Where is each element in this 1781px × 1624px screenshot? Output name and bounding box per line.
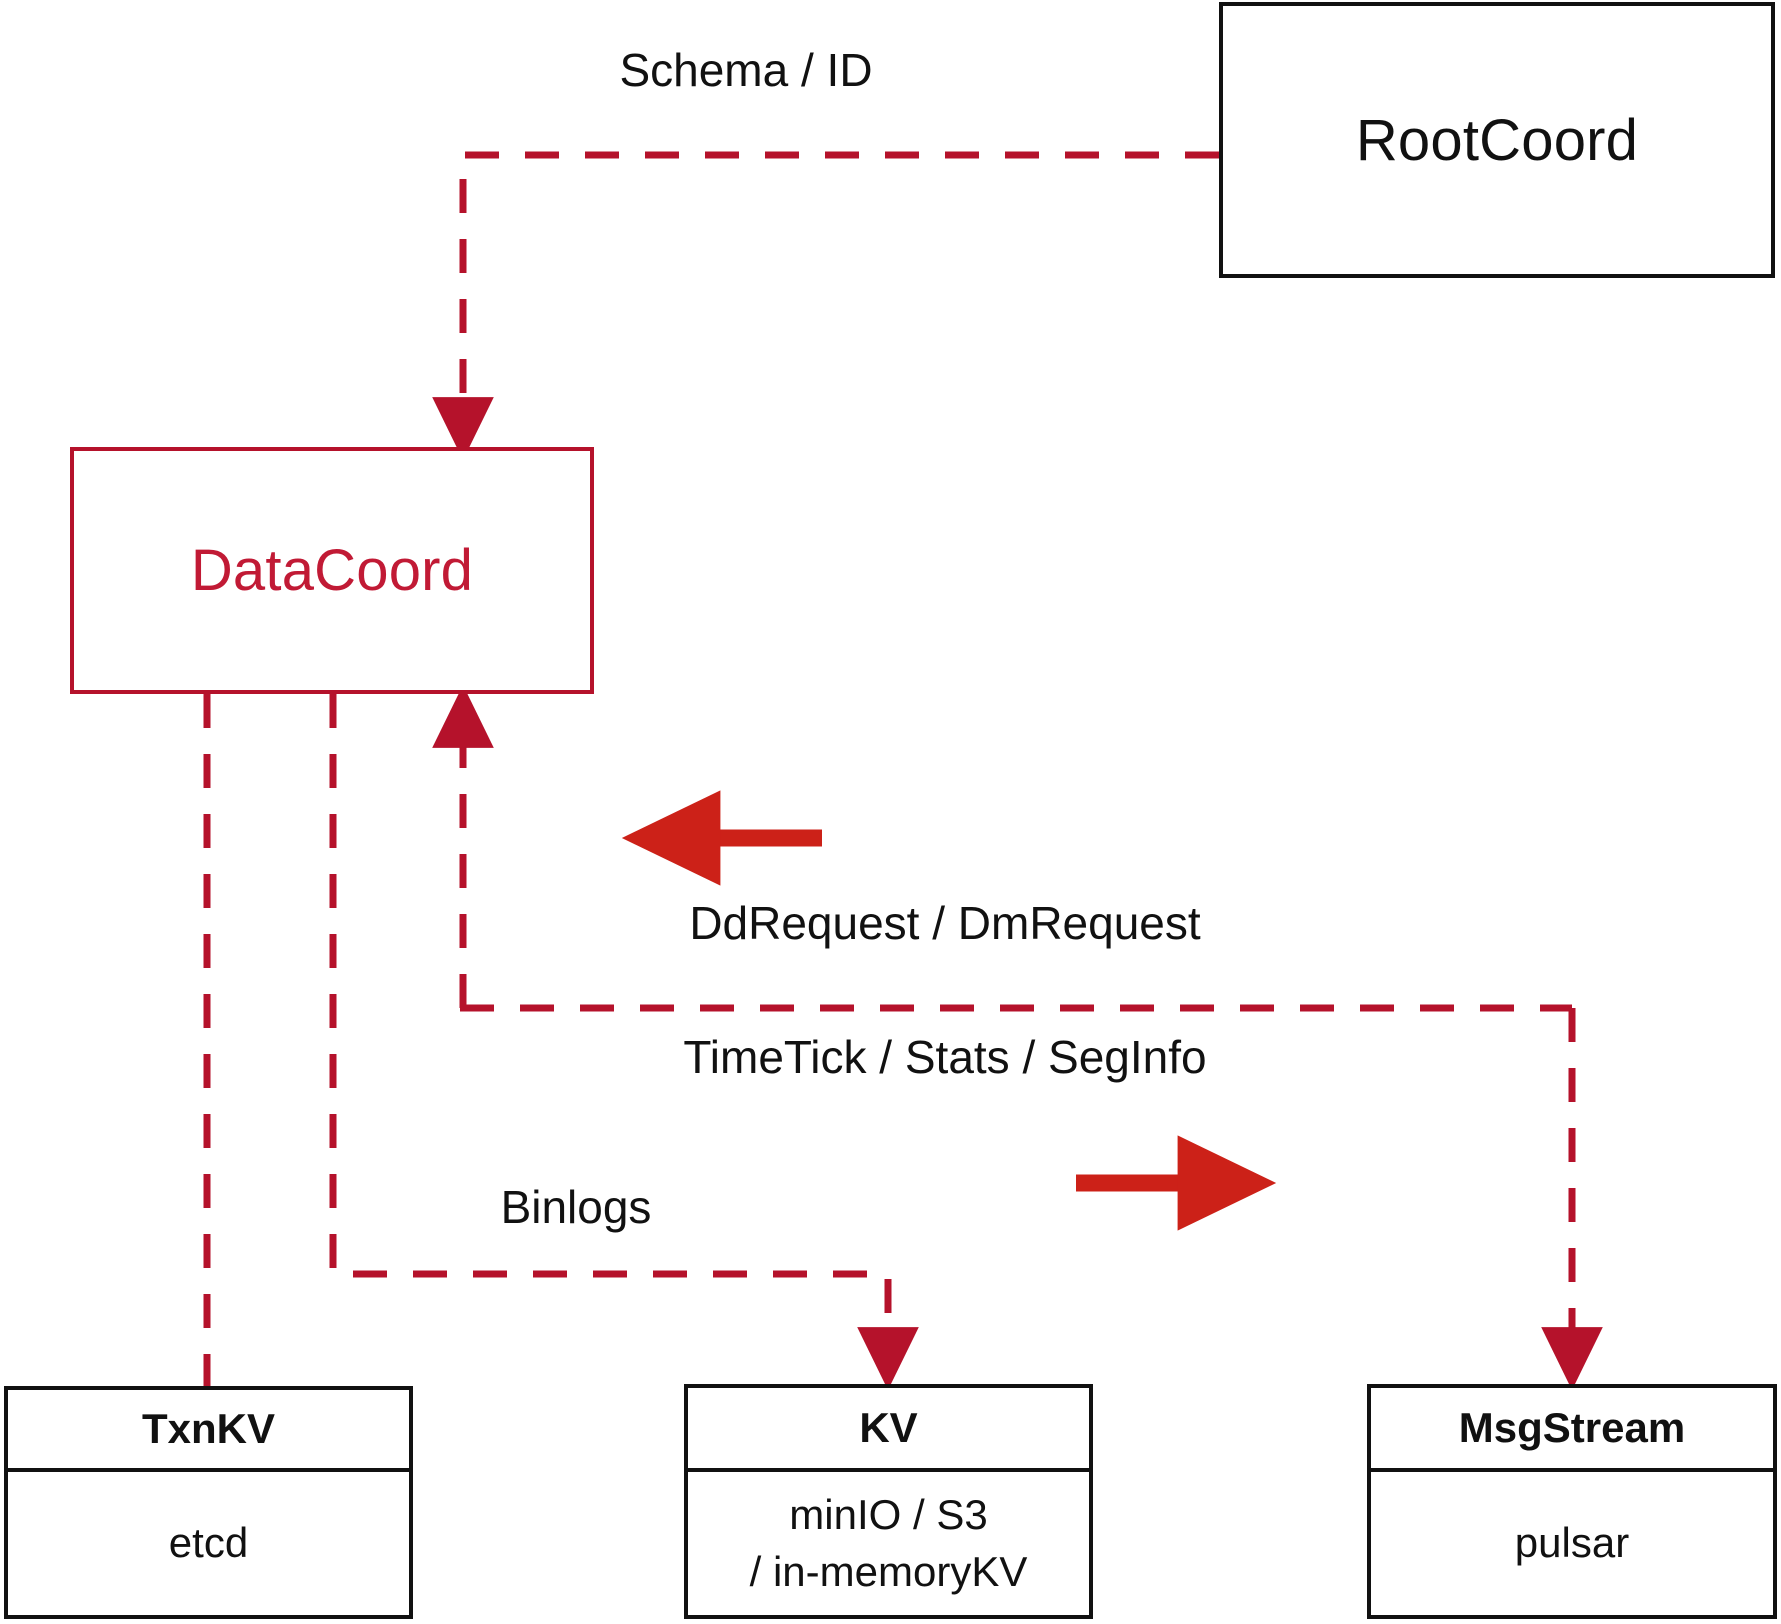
edge-schema-id <box>432 151 1219 461</box>
node-msgstream-body: pulsar <box>1371 1472 1773 1615</box>
node-txnkv-line-1: etcd <box>168 1519 249 1567</box>
node-txnkv[interactable]: TxnKV etcd <box>4 1386 413 1619</box>
edge-label-schema-id: Schema / ID <box>619 44 873 96</box>
node-msgstream-title: MsgStream <box>1458 1404 1686 1451</box>
node-datacoord-label: DataCoord <box>190 538 474 603</box>
node-msgstream-line-1: pulsar <box>1514 1519 1630 1567</box>
node-kv-header: KV <box>688 1388 1089 1472</box>
node-txnkv-title: TxnKV <box>141 1405 275 1452</box>
node-kv-body: minIO / S3 / in-memoryKV <box>688 1472 1089 1615</box>
node-kv-line-1: minIO / S3 <box>789 1490 988 1538</box>
node-txnkv-body: etcd <box>8 1472 409 1615</box>
node-kv-title: KV <box>859 1404 918 1451</box>
node-kv-line-2: / in-memoryKV <box>749 1547 1028 1595</box>
node-datacoord[interactable]: DataCoord <box>70 447 594 694</box>
node-txnkv-header: TxnKV <box>8 1390 409 1472</box>
node-msgstream[interactable]: MsgStream pulsar <box>1367 1384 1777 1619</box>
edge-binlogs <box>329 694 919 1391</box>
node-msgstream-header: MsgStream <box>1371 1388 1773 1472</box>
edge-label-binlogs: Binlogs <box>500 1181 652 1233</box>
node-rootcoord[interactable]: RootCoord <box>1219 2 1775 278</box>
node-rootcoord-label: RootCoord <box>1355 107 1639 173</box>
edge-label-dd-dm-request: DdRequest / DmRequest <box>689 897 1201 949</box>
node-kv[interactable]: KV minIO / S3 / in-memoryKV <box>684 1384 1093 1619</box>
edge-label-timetick-stats-seginfo: TimeTick / Stats / SegInfo <box>683 1031 1207 1083</box>
